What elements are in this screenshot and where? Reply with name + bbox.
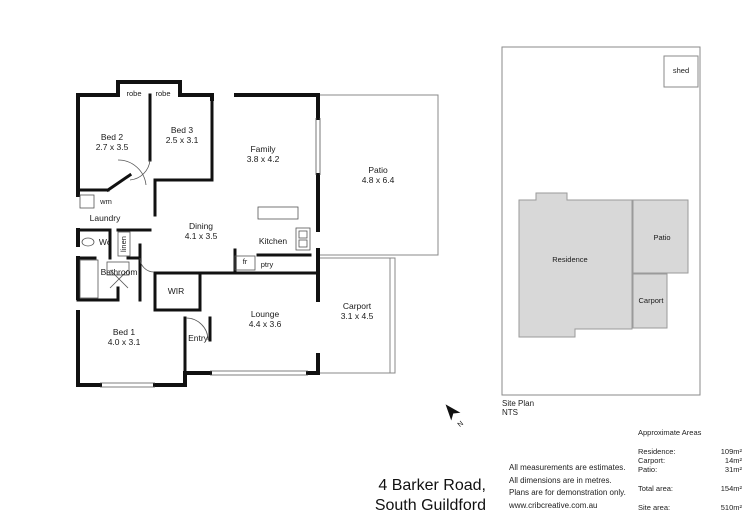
entry-label: Entry — [188, 333, 209, 343]
lounge-label: Lounge — [251, 309, 280, 319]
site-patio-label: Patio — [653, 233, 670, 242]
outdoor-outlines — [318, 94, 439, 374]
wm-label: wm — [99, 197, 112, 206]
site-plan: shed Residence Patio Carport — [501, 46, 701, 396]
bed1-size: 4.0 x 3.1 — [108, 337, 141, 347]
bed2-label: Bed 2 — [101, 132, 123, 142]
lounge-size: 4.4 x 3.6 — [249, 319, 282, 329]
residence-label: Residence — [552, 255, 587, 264]
fixtures — [79, 118, 321, 388]
note-item: All measurements are estimates. — [509, 463, 626, 472]
robe-right-label: robe — [155, 89, 170, 98]
linen-label: linen — [119, 236, 128, 252]
interior-walls — [76, 93, 320, 375]
site-boundary — [501, 46, 701, 396]
laundry-label: Laundry — [90, 213, 121, 223]
area-label: Patio: — [638, 465, 658, 474]
address-line2: South Guildford — [374, 497, 486, 514]
room-labels: robe robe Bed 2 2.7 x 3.5 Bed 3 2.5 x 3.… — [90, 89, 395, 347]
area-value: 14m² — [724, 456, 742, 465]
area-value: 510m² — [720, 503, 742, 512]
area-label: Residence: — [638, 447, 676, 456]
address: 4 Barker Road, South Guildford — [330, 476, 486, 516]
pantry-label: ptry — [261, 260, 274, 269]
family-label: Family — [250, 144, 276, 154]
kitchen-label: Kitchen — [259, 236, 288, 246]
exterior-walls — [76, 80, 320, 387]
bed3-label: Bed 3 — [171, 125, 193, 135]
site-plan-scale: NTS — [502, 408, 518, 417]
patio-size: 4.8 x 6.4 — [362, 175, 395, 185]
area-label: Total area: — [638, 484, 674, 493]
area-label: Carport: — [638, 456, 666, 465]
family-size: 3.8 x 4.2 — [247, 154, 280, 164]
bed1-label: Bed 1 — [113, 327, 135, 337]
area-value: 154m² — [720, 484, 742, 493]
wir-label: WIR — [168, 286, 185, 296]
area-row: Carport: 14m² — [638, 456, 742, 465]
carport-label: Carport — [343, 301, 372, 311]
wc-label: Wc — [99, 237, 112, 247]
note-item: All dimensions are in metres. — [509, 475, 612, 485]
area-row-site: Site area: 510m² — [638, 503, 742, 512]
residence-block — [518, 192, 633, 338]
fridge-label: fr — [243, 257, 248, 266]
carport-block — [632, 273, 668, 329]
approximate-areas: Approximate Areas Residence: 109m² Carpo… — [638, 428, 742, 512]
area-row: Residence: 109m² — [638, 447, 742, 456]
area-row-total: Total area: 154m² — [638, 484, 742, 493]
north-arrow — [445, 404, 461, 421]
site-plan-title: Site Plan — [502, 399, 535, 408]
area-value: 109m² — [720, 447, 742, 456]
note-item: Plans are for demonstration only. — [509, 488, 626, 497]
shed-label: shed — [673, 66, 689, 75]
areas-heading: Approximate Areas — [638, 428, 702, 437]
dining-label: Dining — [189, 221, 213, 231]
shed-block — [663, 55, 699, 88]
dining-size: 4.1 x 3.5 — [185, 231, 218, 241]
bathroom-label: Bathroom — [101, 267, 138, 277]
bed3-size: 2.5 x 3.1 — [166, 135, 199, 145]
robe-left-label: robe — [126, 89, 141, 98]
site-carport-label: Carport — [638, 296, 664, 305]
website-link[interactable]: www.cribcreative.com.au — [509, 500, 598, 510]
north-letter: N — [457, 420, 465, 429]
area-label: Site area: — [638, 503, 671, 512]
address-line1: 4 Barker Road, — [378, 477, 486, 494]
area-row: Patio: 31m² — [638, 465, 742, 474]
north-arrow-icon — [445, 404, 461, 421]
bed2-size: 2.7 x 3.5 — [96, 142, 129, 152]
carport-size: 3.1 x 4.5 — [341, 311, 374, 321]
area-value: 31m² — [724, 465, 742, 474]
disclaimer-notes: All measurements are estimates. All dime… — [509, 462, 626, 512]
site-plan-caption: Site Plan NTS — [502, 399, 534, 417]
patio-label: Patio — [368, 165, 388, 175]
patio-block — [632, 199, 689, 274]
